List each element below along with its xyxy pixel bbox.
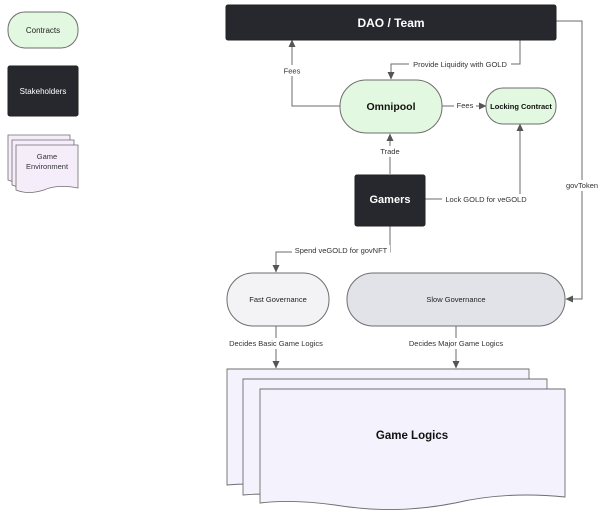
gamers-label: Gamers [370,194,411,206]
label-gov-token: govToken [566,181,598,190]
dao-team-label: DAO / Team [357,16,424,30]
edge-labels: Fees Provide Liquidity with GOLD Fees Tr… [226,59,600,349]
edge-gov-token [556,20,583,303]
omnipool-label: Omnipool [367,101,416,113]
slow-governance-label: Slow Governance [426,295,485,304]
label-lock-gold: Lock GOLD for veGOLD [445,195,527,204]
label-fees-right: Fees [457,101,474,110]
label-fees-left: Fees [284,67,301,76]
fast-governance-box [226,272,330,327]
legend-game-environment-label-2: Environment [26,162,69,171]
fast-governance-label: Fast Governance [249,295,307,304]
node-game-logics: Game Logics [226,368,566,510]
label-provide-liquidity: Provide Liquidity with GOLD [413,60,507,69]
game-logics-label: Game Logics [376,430,448,442]
node-locking-contract: Locking Contract [485,87,557,125]
game-logics-page-front [259,388,566,510]
node-slow-governance: Slow Governance [346,272,566,327]
slow-governance-box [346,272,566,327]
legend-stakeholders-shape [7,65,79,117]
label-decides-basic: Decides Basic Game Logics [229,339,323,348]
locking-contract-box [485,87,557,125]
legend-contracts-shape [7,11,79,49]
dao-team-box [225,4,557,41]
node-dao-team: DAO / Team [225,4,557,41]
label-decides-major: Decides Major Game Logics [409,339,503,348]
gamers-box [354,174,426,227]
locking-contract-label: Locking Contract [490,102,552,111]
label-trade: Trade [380,147,399,156]
legend-game-environment-shape [7,134,79,193]
edge-lock-gold [425,123,524,200]
node-fast-governance: Fast Governance [226,272,330,327]
node-gamers: Gamers [354,174,426,227]
omnipool-box [339,79,443,134]
edge-fees-left [288,39,340,107]
legend-game-environment-label-1: Game [37,152,57,161]
legend: Contracts Stakeholders Game Environment [7,11,79,193]
label-spend-vegold: Spend veGOLD for govNFT [295,246,388,255]
legend-contracts-label: Contracts [26,26,60,35]
node-omnipool: Omnipool [339,79,443,134]
legend-stakeholders-label: Stakeholders [20,87,67,96]
